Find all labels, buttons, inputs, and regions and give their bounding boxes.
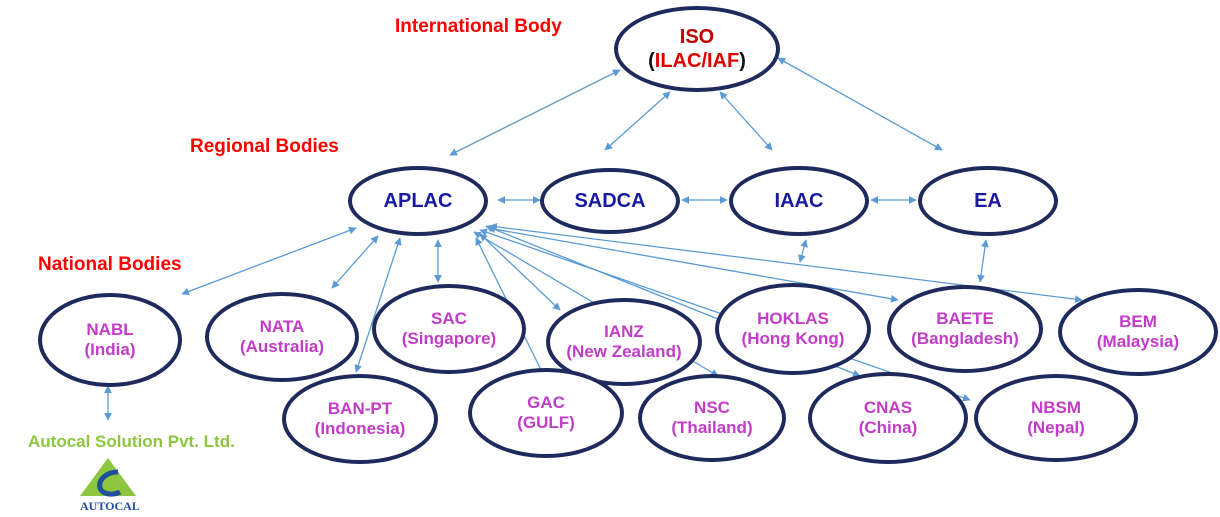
node-sadca: SADCA (540, 168, 680, 234)
connector-arrow (604, 91, 671, 151)
node-nabl: NABL(India) (38, 293, 182, 387)
node-baete: BAETE(Bangladesh) (887, 285, 1043, 373)
connector-arrow (331, 235, 379, 289)
node-hoklas: HOKLAS(Hong Kong) (715, 283, 871, 375)
node-bem: BEM(Malaysia) (1058, 288, 1218, 376)
svg-text:AUTOCAL: AUTOCAL (80, 499, 140, 512)
node-sac: SAC(Singapore) (372, 284, 526, 374)
node-aplac: APLAC (348, 166, 488, 236)
node-cnas: CNAS(China) (808, 372, 968, 464)
node-nsc: NSC(Thailand) (638, 374, 786, 462)
node-iso: ISO (ILAC/IAF) (614, 6, 780, 92)
national-bodies-label: National Bodies (38, 254, 182, 275)
connector-arrow (181, 226, 357, 296)
connector-arrow (719, 91, 773, 151)
node-ban-pt: BAN-PT(Indonesia) (282, 374, 438, 464)
iso-title: ISO (679, 26, 715, 48)
node-ea: EA (918, 166, 1058, 236)
regional-bodies-label: Regional Bodies (190, 136, 339, 157)
connector-arrow (449, 69, 621, 156)
company-name: Autocal Solution Pvt. Ltd. (28, 432, 235, 451)
connector-arrow (977, 239, 989, 283)
node-gac: GAC(GULF) (468, 368, 624, 458)
autocal-logo-icon: AUTOCAL (80, 458, 140, 513)
autocal-logo: AUTOCAL (76, 456, 156, 513)
connector-arrow (354, 237, 402, 373)
international-body-label: International Body (395, 16, 562, 37)
iso-subtitle: (ILAC/IAF) (648, 50, 746, 72)
node-nbsm: NBSM(Nepal) (974, 374, 1138, 462)
node-nata: NATA(Australia) (205, 292, 359, 382)
node-iaac: IAAC (729, 166, 869, 236)
connector-arrow (487, 225, 899, 303)
connector-arrow (777, 57, 943, 151)
connector-arrow (798, 239, 808, 263)
